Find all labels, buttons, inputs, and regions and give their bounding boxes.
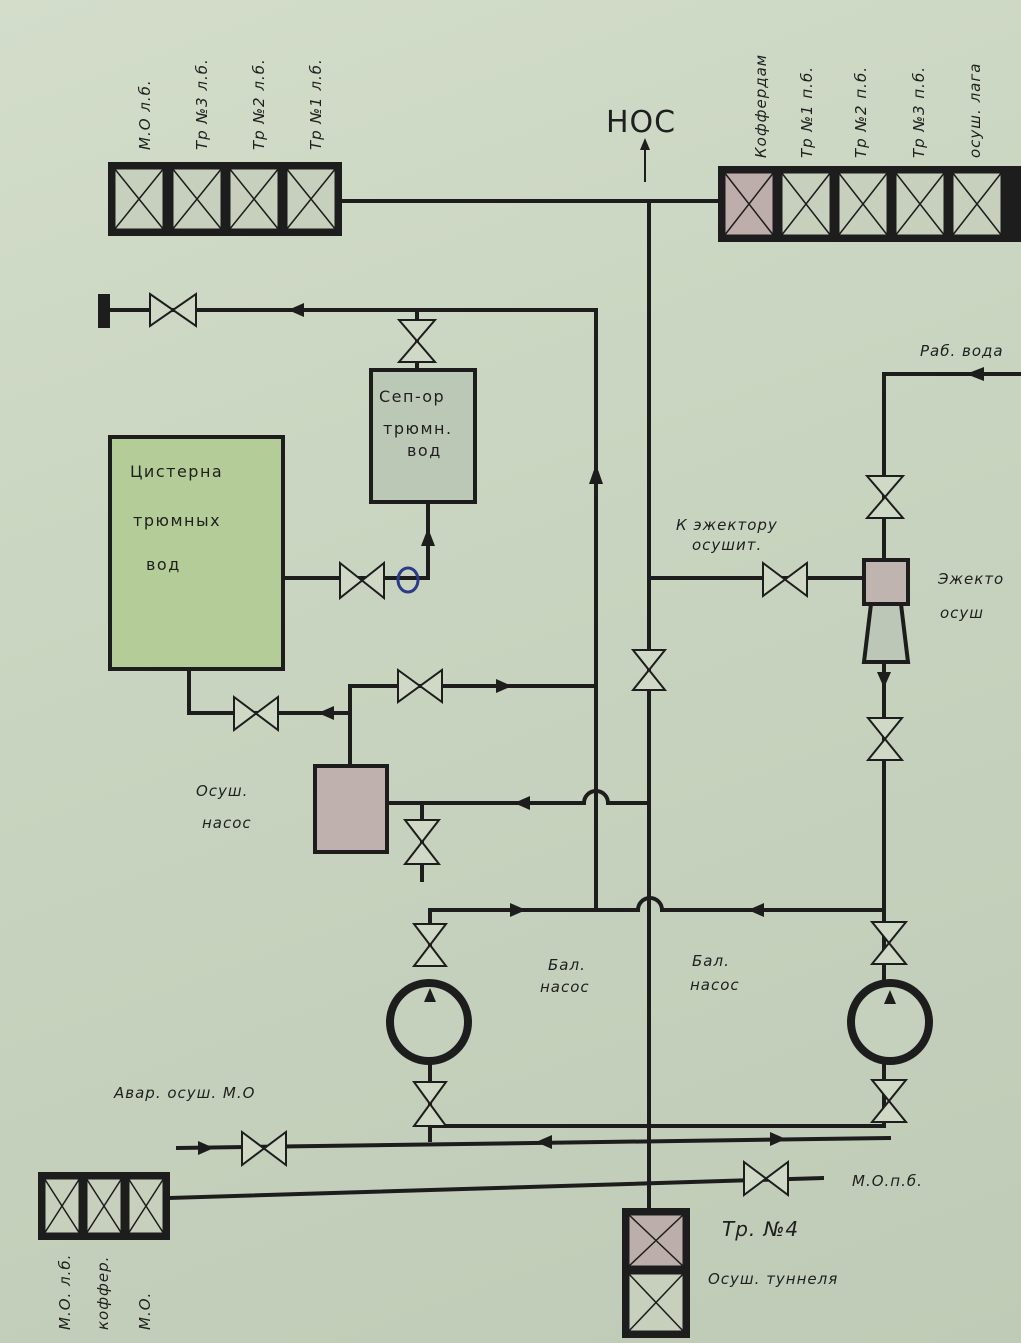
flow-arrows bbox=[198, 303, 984, 1155]
tank-strip-top-left bbox=[108, 162, 342, 236]
tank-4-block bbox=[622, 1208, 690, 1338]
ballast-pump-label: насос bbox=[690, 976, 740, 994]
flow-arrow-icon bbox=[421, 528, 435, 546]
separator-label: Сеп-ор bbox=[379, 387, 445, 406]
ballast-pump-label: Бал. bbox=[548, 956, 586, 974]
flow-arrow-icon bbox=[288, 303, 304, 317]
valve-icon bbox=[233, 695, 279, 732]
working-water-label: Раб. вода bbox=[920, 342, 1004, 360]
separator-label: трюмн. bbox=[383, 419, 453, 438]
tank-labels-top-left: М.О л.б. Тр №3 л.б. Тр №2 л.б. Тр №1 л.б… bbox=[136, 58, 325, 150]
tank-label: коффер. bbox=[94, 1256, 112, 1330]
valve-icon bbox=[865, 717, 905, 761]
tank-label: Тр №2 л.б. bbox=[250, 58, 268, 150]
ballast-pump-right bbox=[847, 979, 933, 1065]
drain-pump bbox=[313, 764, 389, 854]
feed-pump-icon bbox=[396, 566, 420, 594]
valve-icon bbox=[412, 1081, 448, 1127]
to-ejector-label: осушит. bbox=[692, 536, 762, 554]
valve-icon bbox=[396, 319, 438, 363]
tank-label: Тр №2 п.б. bbox=[852, 66, 870, 158]
tank-labels-top-right: Коффердам Тр №1 п.б. Тр №2 п.б. Тр №3 п.… bbox=[752, 54, 984, 158]
tank-label: М.О л.б. bbox=[136, 79, 154, 150]
valve-icon bbox=[743, 1160, 789, 1197]
ballast-pump-label: Бал. bbox=[692, 952, 730, 970]
engine-room-starboard-label: М.О.п.б. bbox=[852, 1172, 923, 1190]
valve-icon bbox=[339, 560, 385, 601]
flow-arrow-icon bbox=[589, 464, 603, 484]
valves bbox=[149, 292, 909, 1197]
tank-label: М.О. л.б. bbox=[56, 1254, 74, 1330]
valve-icon bbox=[869, 1079, 909, 1123]
drain-pump-label: насос bbox=[202, 814, 252, 832]
tank-4-label: Тр. №4 bbox=[722, 1217, 799, 1241]
flow-arrow-icon bbox=[198, 1141, 214, 1155]
bow-label: НОС bbox=[606, 105, 676, 140]
valve-icon bbox=[864, 475, 906, 519]
tank-label: осуш. лага bbox=[966, 63, 984, 158]
flow-arrow-icon bbox=[536, 1135, 552, 1149]
flow-arrow-icon bbox=[966, 367, 984, 381]
flow-arrow-icon bbox=[877, 672, 891, 688]
valve-icon bbox=[630, 649, 668, 691]
tank-label: Тр №1 л.б. bbox=[307, 58, 325, 150]
flow-arrow-icon bbox=[748, 903, 764, 917]
ejector-label: Эжекто bbox=[937, 570, 1004, 588]
flow-arrow-icon bbox=[510, 903, 526, 917]
tunnel-drain-label: Осуш. туннеля bbox=[708, 1270, 838, 1288]
valve-icon bbox=[869, 921, 909, 965]
flow-arrow-icon bbox=[514, 796, 530, 810]
bow-arrow-icon bbox=[640, 138, 650, 182]
tank-label: Тр №3 л.б. bbox=[193, 58, 211, 150]
ballast-pump-label: насос bbox=[540, 978, 590, 996]
flow-arrow-icon bbox=[318, 706, 334, 720]
ballast-pump-left bbox=[386, 979, 472, 1065]
valve-icon bbox=[149, 292, 197, 328]
emergency-drain-label: Авар. осуш. М.О bbox=[113, 1084, 255, 1102]
valve-icon bbox=[402, 819, 442, 865]
drain-pump-label: Осуш. bbox=[196, 782, 248, 800]
bilge-tank-label: трюмных bbox=[133, 511, 221, 530]
tank-strip-top-right bbox=[718, 166, 1021, 242]
valve-icon bbox=[762, 561, 808, 598]
bilge-tank-label: Цистерна bbox=[130, 462, 223, 481]
tank-label: М.О. bbox=[136, 1292, 154, 1330]
tank-strip-bottom-left bbox=[38, 1172, 170, 1240]
ejector-label: осуш bbox=[940, 604, 984, 622]
to-ejector-label: К эжектору bbox=[676, 516, 778, 534]
bilge-tank-label: вод bbox=[146, 555, 181, 574]
flow-arrow-icon bbox=[770, 1132, 786, 1146]
tank-label: Тр №3 п.б. bbox=[910, 66, 928, 158]
ejector-icon bbox=[861, 558, 911, 664]
separator-label: вод bbox=[407, 441, 442, 460]
bilge-separator bbox=[369, 368, 477, 504]
flow-arrow-icon bbox=[496, 679, 512, 693]
tank-label: Тр №1 п.б. bbox=[798, 66, 816, 158]
tank-label: Коффердам bbox=[752, 54, 770, 158]
valve-icon bbox=[411, 923, 449, 967]
valve-icon bbox=[397, 668, 443, 704]
blind-flange bbox=[98, 294, 110, 328]
valve-icon bbox=[241, 1130, 287, 1167]
bilge-water-tank bbox=[108, 435, 285, 671]
